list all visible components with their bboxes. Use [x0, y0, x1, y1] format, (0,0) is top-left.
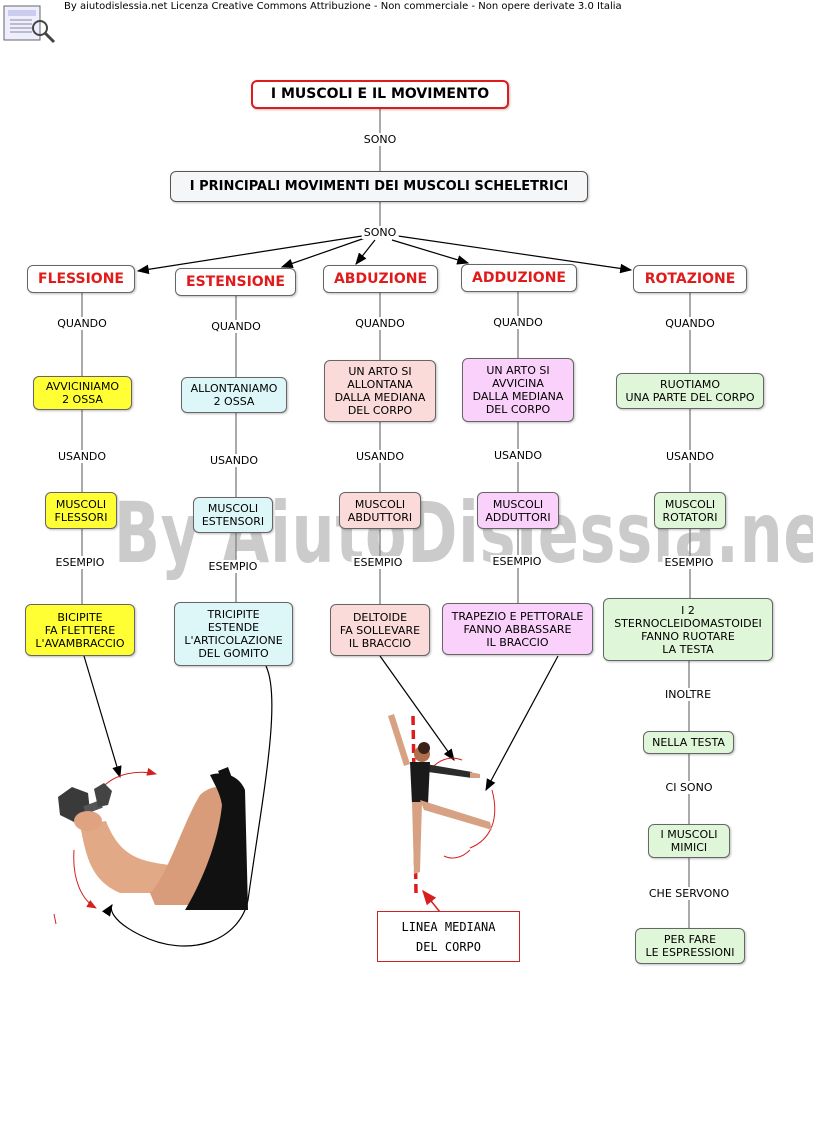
when-estensione: ALLONTANIAMO 2 OSSA [181, 377, 287, 413]
link-usando-rotazione: USANDO [663, 450, 717, 463]
category-flessione: FLESSIONE [27, 265, 135, 293]
category-estensione: ESTENSIONE [175, 268, 296, 296]
muscles-flessione: MUSCOLI FLESSORI [45, 492, 117, 529]
link-esempio-adduzione: ESEMPIO [490, 555, 544, 568]
linea-mediana-label: LINEA MEDIANA DEL CORPO [377, 911, 520, 962]
node-muscoli-mimici: I MUSCOLI MIMICI [648, 824, 730, 858]
when-flessione: AVVICINIAMO 2 OSSA [33, 376, 132, 410]
example-flessione: BICIPITE FA FLETTERE L'AVAMBRACCIO [25, 604, 135, 656]
link-usando-estensione: USANDO [207, 454, 261, 467]
example-rotazione: I 2 STERNOCLEIDOMASTOIDEI FANNO RUOTARE … [603, 598, 773, 661]
when-adduzione: UN ARTO SI AVVICINA DALLA MEDIANA DEL CO… [462, 358, 574, 422]
when-rotazione: RUOTIAMO UNA PARTE DEL CORPO [616, 373, 764, 409]
muscles-rotazione: MUSCOLI ROTATORI [654, 492, 726, 529]
muscles-adduzione: MUSCOLI ADDUTTORI [477, 492, 559, 529]
example-adduzione: TRAPEZIO E PETTORALE FANNO ABBASSARE IL … [442, 603, 593, 655]
main-title: I MUSCOLI E IL MOVIMENTO [251, 80, 509, 109]
category-adduzione: ADDUZIONE [461, 264, 577, 292]
link-quando-flessione: QUANDO [55, 317, 109, 330]
link-usando-abduzione: USANDO [353, 450, 407, 463]
category-rotazione: ROTAZIONE [633, 265, 747, 293]
node-nella-testa: NELLA TESTA [643, 731, 734, 754]
link-quando-abduzione: QUANDO [353, 317, 407, 330]
link-esempio-estensione: ESEMPIO [206, 560, 260, 573]
subtitle-node: I PRINCIPALI MOVIMENTI DEI MUSCOLI SCHEL… [170, 171, 588, 202]
link-usando-adduzione: USANDO [491, 449, 545, 462]
site-logo-icon [2, 2, 58, 44]
link-usando-flessione: USANDO [55, 450, 109, 463]
muscles-abduzione: MUSCOLI ABDUTTORI [339, 492, 421, 529]
example-estensione: TRICIPITE ESTENDE L'ARTICOLAZIONE DEL GO… [174, 602, 293, 666]
example-abduzione: DELTOIDE FA SOLLEVARE IL BRACCIO [330, 604, 430, 656]
link-quando-adduzione: QUANDO [491, 316, 545, 329]
link-esempio-rotazione: ESEMPIO [662, 556, 716, 569]
link-esempio-flessione: ESEMPIO [53, 556, 107, 569]
link-sono-2: SONO [361, 226, 399, 239]
link-che-servono: CHE SERVONO [646, 887, 732, 900]
link-quando-rotazione: QUANDO [663, 317, 717, 330]
muscles-estensione: MUSCOLI ESTENSORI [193, 497, 273, 533]
dancer-image [388, 714, 492, 874]
arm-dumbbell-image [58, 767, 248, 910]
node-espressioni: PER FARE LE ESPRESSIONI [635, 928, 745, 964]
link-quando-estensione: QUANDO [209, 320, 263, 333]
link-ci-sono: CI SONO [663, 781, 715, 794]
when-abduzione: UN ARTO SI ALLONTANA DALLA MEDIANA DEL C… [324, 360, 436, 422]
link-esempio-abduzione: ESEMPIO [351, 556, 405, 569]
category-abduzione: ABDUZIONE [323, 265, 438, 293]
link-inoltre: INOLTRE [662, 688, 714, 701]
license-header: By aiutodislessia.net Licenza Creative C… [64, 1, 622, 12]
link-sono-1: SONO [361, 133, 399, 146]
